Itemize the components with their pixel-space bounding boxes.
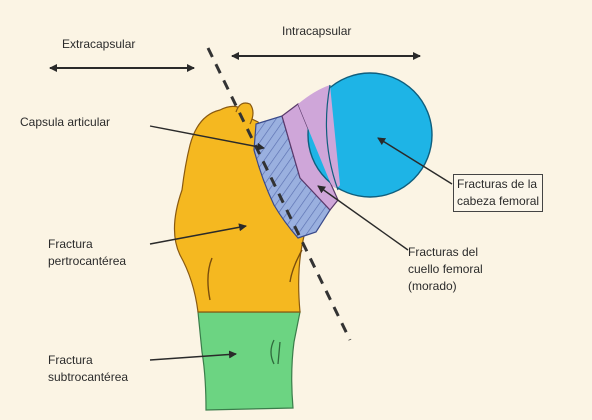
subtrochanteric-region <box>198 312 300 410</box>
label-intracapsular: Intracapsular <box>282 23 351 40</box>
label-line: subtrocantérea <box>48 369 128 386</box>
label-extracapsular: Extracapsular <box>62 36 135 53</box>
label-fracturas-cuello-femoral: Fracturas del cuello femoral (morado) <box>408 244 483 295</box>
label-fractura-pertrocanterea: Fractura pertrocantérea <box>48 236 126 270</box>
label-line: cuello femoral <box>408 261 483 278</box>
label-fractura-subtrocanterea: Fractura subtrocantérea <box>48 352 128 386</box>
label-fracturas-cabeza-femoral: Fracturas de la cabeza femoral <box>453 174 543 212</box>
label-line: Fracturas del <box>408 244 483 261</box>
label-line: pertrocantérea <box>48 253 126 270</box>
label-line: Fractura <box>48 236 126 253</box>
label-line: cabeza femoral <box>457 193 539 210</box>
label-line: (morado) <box>408 278 483 295</box>
label-capsula-articular: Capsula articular <box>20 114 110 131</box>
label-line: Fractura <box>48 352 128 369</box>
label-line: Fracturas de la <box>457 176 539 193</box>
